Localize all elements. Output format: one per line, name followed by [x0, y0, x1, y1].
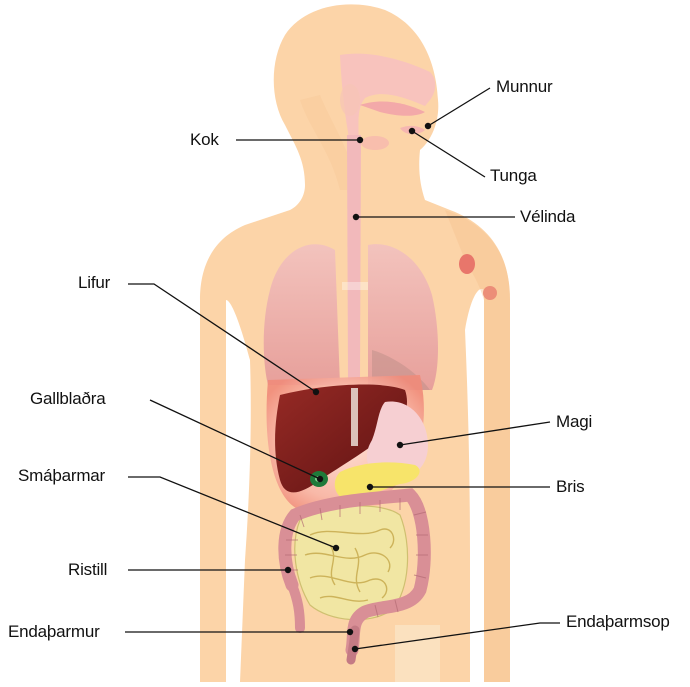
- label-velinda: Vélinda: [520, 207, 575, 227]
- leg-highlight: [395, 625, 440, 682]
- label-lifur: Lifur: [78, 273, 110, 293]
- label-tunga: Tunga: [490, 166, 537, 186]
- shoulder-spot-1: [459, 254, 475, 274]
- label-magi: Magi: [556, 412, 592, 432]
- label-endatharmsop: Endaþarmsop: [566, 612, 670, 632]
- label-gallbladra: Gallblaðra: [30, 389, 106, 409]
- esophagus-shape: [347, 135, 361, 380]
- shoulder-spot-2: [483, 286, 497, 300]
- leader-tunga: [412, 131, 485, 177]
- label-kok: Kok: [190, 130, 219, 150]
- label-endatharmur: Endaþarmur: [8, 622, 100, 642]
- label-bris: Bris: [556, 477, 584, 497]
- label-smatharmar: Smáþarmar: [18, 466, 105, 486]
- label-ristill: Ristill: [68, 560, 107, 580]
- label-munnur: Munnur: [496, 77, 552, 97]
